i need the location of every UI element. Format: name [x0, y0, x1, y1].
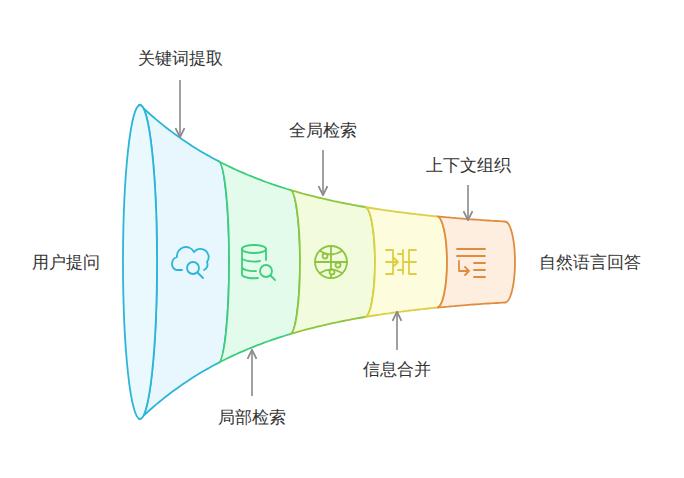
stage-label: 信息合并 [363, 359, 431, 379]
leader-arrow [179, 80, 181, 136]
funnel-band [218, 161, 300, 363]
leader-arrow [322, 150, 324, 194]
database-search-icon [242, 245, 275, 280]
leader-arrow [251, 351, 253, 396]
cloud-search-icon [172, 247, 209, 278]
stage-label: 自然语言回答 [539, 252, 641, 272]
funnel-band [290, 190, 375, 334]
stage-label: 全局检索 [289, 120, 357, 140]
stage-label: 局部检索 [218, 407, 286, 427]
funnel-band [437, 216, 515, 307]
leader-arrow [467, 185, 469, 219]
merge-icon [386, 250, 416, 274]
stage-label: 用户提问 [32, 252, 100, 272]
funnel-mouth [123, 105, 157, 419]
funnel-band [365, 207, 447, 317]
globe-icon [315, 246, 347, 278]
stage-label: 上下文组织 [426, 155, 511, 175]
stage-label: 关键词提取 [138, 48, 223, 68]
leader-arrow [396, 313, 398, 350]
text-organize-icon [457, 249, 485, 277]
